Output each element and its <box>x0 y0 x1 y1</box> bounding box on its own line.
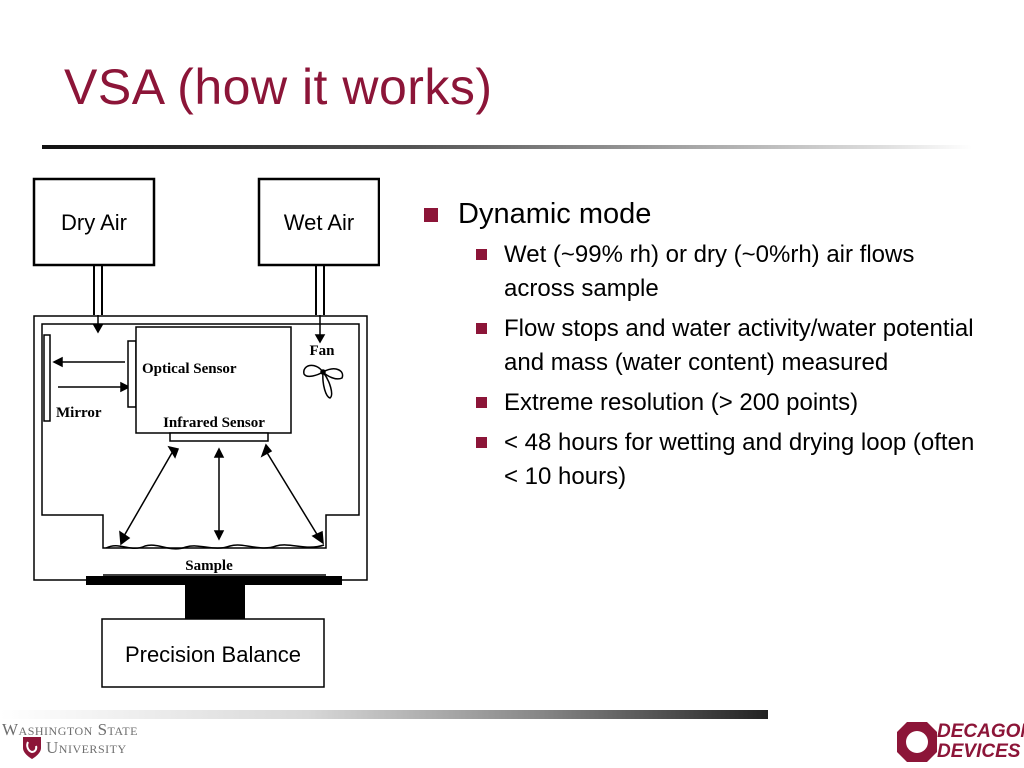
precision-balance-label: Precision Balance <box>125 642 301 667</box>
inlet-arrows <box>92 315 326 344</box>
bullet-square-icon <box>476 323 487 334</box>
fan-label: Fan <box>309 343 335 359</box>
bullet-square-icon <box>476 249 487 260</box>
dry-air-label: Dry Air <box>61 210 127 235</box>
mirror <box>43 334 51 422</box>
chamber-outer <box>33 315 368 581</box>
bullet-square-icon <box>476 437 487 448</box>
sub-bullet: Flow stops and water activity/water pote… <box>458 312 982 380</box>
wsu-logo: Washington State University <box>0 720 150 766</box>
sub-bullet-text: Flow stops and water activity/water pote… <box>504 315 974 376</box>
wsu-logo-line2: University <box>46 738 127 757</box>
sub-bullet-list: Wet (~99% rh) or dry (~0%rh) air flows a… <box>458 238 982 494</box>
decagon-logo-line2: DEVICES <box>937 741 1021 762</box>
wet-air-label: Wet Air <box>284 210 355 235</box>
sub-bullet-text: < 48 hours for wetting and drying loop (… <box>504 429 975 490</box>
balance-plate <box>86 576 342 585</box>
sub-bullet-text: Wet (~99% rh) or dry (~0%rh) air flows a… <box>504 241 915 302</box>
bullet-dynamic-mode: Dynamic mode Wet (~99% rh) or dry (~0%rh… <box>422 196 982 494</box>
optical-sensor-lens <box>127 340 137 408</box>
decagon-emblem-icon <box>897 722 937 762</box>
sub-bullet: < 48 hours for wetting and drying loop (… <box>458 426 982 494</box>
measurement-arrows <box>119 443 324 546</box>
balance-stem <box>185 585 245 619</box>
bullet-square-icon <box>476 397 487 408</box>
infrared-sensor <box>169 432 269 442</box>
mirror-arrows <box>52 356 131 393</box>
decagon-logo-line1: DECAGON <box>937 721 1024 742</box>
slide-title: VSA (how it works) <box>64 59 493 115</box>
sub-bullet: Extreme resolution (> 200 points) <box>458 386 982 420</box>
mirror-label: Mirror <box>56 405 102 421</box>
bullet-list: Dynamic mode Wet (~99% rh) or dry (~0%rh… <box>422 196 982 500</box>
dry-air-pipe <box>93 265 103 315</box>
vsa-diagram: Dry Air Wet Air Mirror Optical Sensor In… <box>32 177 380 688</box>
wsu-logo-line1: Washington State <box>2 720 138 739</box>
wet-air-box <box>257 177 380 267</box>
infrared-sensor-label: Infrared Sensor <box>163 415 265 431</box>
sample-surface <box>105 544 325 550</box>
title-divider <box>42 145 972 149</box>
decagon-logo: DECAGON DEVICES <box>895 720 1024 766</box>
fan-icon <box>303 364 344 399</box>
precision-balance-box <box>101 618 325 688</box>
wsu-shield-icon <box>23 737 41 759</box>
sub-bullet-text: Extreme resolution (> 200 points) <box>504 389 859 416</box>
wet-air-pipe <box>315 265 325 315</box>
footer-divider <box>0 710 768 719</box>
optical-sensor-box <box>135 326 292 434</box>
sample-label: Sample <box>185 558 233 574</box>
bullet-text: Dynamic mode <box>458 198 652 230</box>
bullet-square-icon <box>424 208 438 222</box>
chamber-inner <box>41 323 360 549</box>
sub-bullet: Wet (~99% rh) or dry (~0%rh) air flows a… <box>458 238 982 306</box>
optical-sensor-label: Optical Sensor <box>142 361 237 377</box>
dry-air-box <box>32 177 156 267</box>
